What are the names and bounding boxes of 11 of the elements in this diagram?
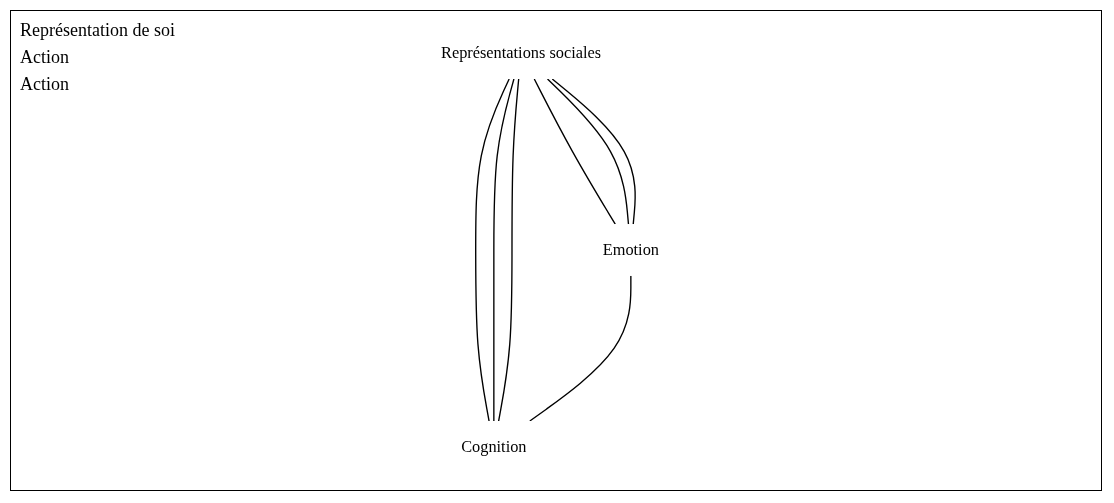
connector — [533, 78, 616, 225]
label-text: Action — [20, 47, 70, 68]
label-text: Action — [20, 74, 70, 95]
connector — [497, 78, 520, 422]
node-text: Cognition — [461, 437, 527, 456]
label-text: Représentation de soi — [20, 20, 175, 41]
connector — [493, 78, 515, 422]
node-text: Représentations sociales — [441, 43, 602, 62]
connector — [475, 78, 510, 422]
connector — [529, 275, 632, 422]
node-text: Emotion — [602, 240, 659, 259]
